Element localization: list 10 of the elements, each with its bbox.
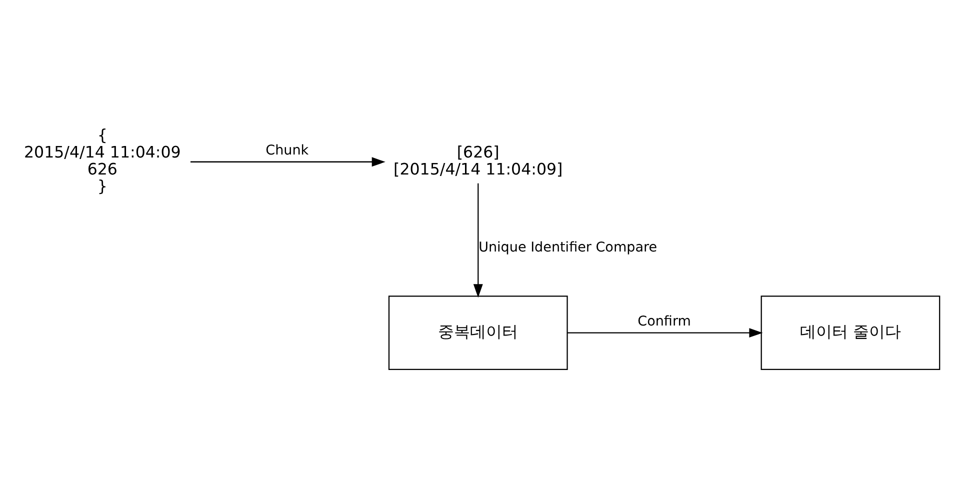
arrow [190,156,385,166]
arrow [472,182,482,298]
node-box: 데이터 줄이다 [760,295,940,370]
node-text: { 2015/4/14 11:04:09 626 } [23,125,180,195]
arrow [566,328,762,338]
edge-label: Unique Identifier Compare [478,239,657,256]
node-box: 중복데이터 [388,295,568,370]
edge-label: Chunk [265,142,308,158]
node-text: [626] [2015/4/14 11:04:09] [393,142,562,178]
edge-label: Confirm [637,313,690,330]
